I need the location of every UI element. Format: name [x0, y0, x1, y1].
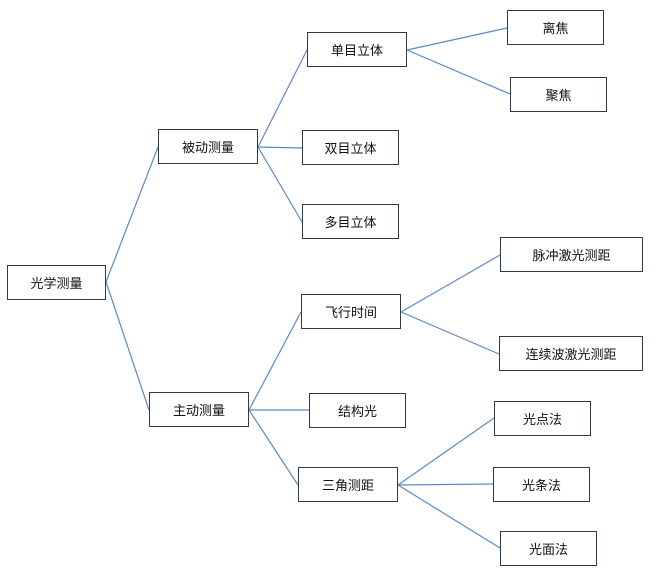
edge-root-active: [105, 281, 150, 411]
node-light-plane-method: 光面法: [500, 531, 597, 566]
edge-passive-bino: [257, 146, 303, 149]
node-light-point-method: 光点法: [494, 401, 591, 436]
node-pulsed-laser-ranging: 脉冲激光测距: [500, 237, 643, 272]
edge-passive-multi: [257, 146, 303, 223]
edge-mono-defocus: [406, 27, 508, 51]
edge-tri-point: [397, 417, 495, 486]
node-continuous-wave-laser-ranging: 连续波激光测距: [499, 336, 643, 371]
edge-active-triangulation: [248, 409, 299, 486]
node-active-measurement: 主动测量: [149, 392, 249, 427]
node-monocular-stereo: 单目立体: [307, 32, 407, 67]
edge-tri-stripe: [397, 483, 494, 486]
node-multiview-stereo: 多目立体: [302, 204, 399, 239]
edge-root-passive: [105, 146, 159, 283]
node-passive-measurement: 被动测量: [158, 129, 258, 164]
edge-active-tof: [248, 311, 302, 411]
root-node-optical-measurement: 光学测量: [7, 265, 106, 300]
node-light-stripe-method: 光条法: [493, 467, 590, 502]
node-triangulation: 三角测距: [298, 467, 398, 502]
node-focus: 聚焦: [510, 77, 607, 112]
node-time-of-flight: 飞行时间: [301, 294, 401, 329]
node-defocus: 离焦: [507, 10, 604, 45]
node-structured-light: 结构光: [309, 393, 406, 428]
edge-passive-mono: [257, 49, 308, 148]
edge-mono-focus: [406, 49, 511, 95]
edge-tri-plane: [397, 484, 501, 549]
node-binocular-stereo: 双目立体: [302, 130, 399, 165]
edge-tof-continuous: [400, 311, 500, 355]
edge-tof-pulse: [400, 254, 501, 313]
